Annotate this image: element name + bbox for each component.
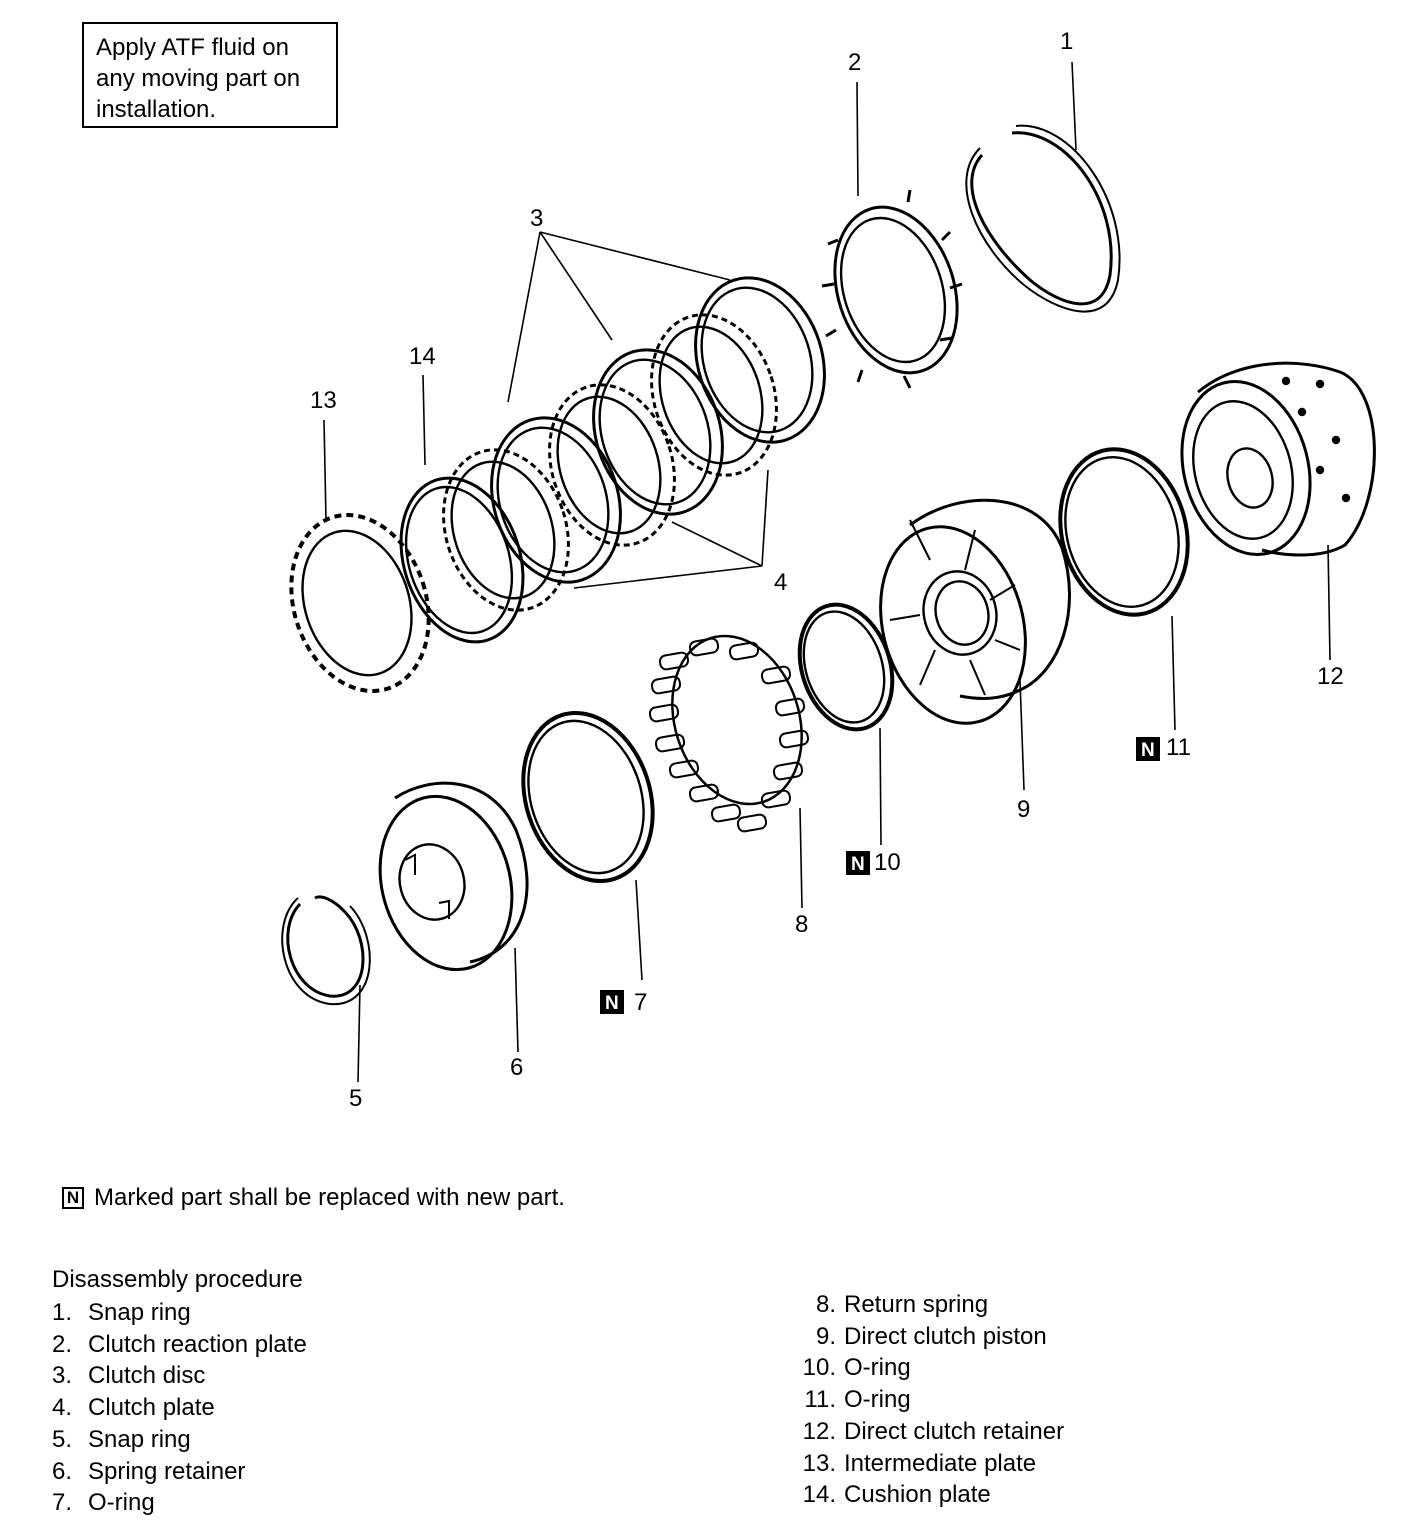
- list-item: 12.Direct clutch retainer: [802, 1417, 1065, 1445]
- exploded-view-diagram: 1 2 3 4 5 6 7 8 9 10 11 12 13 14 N N N: [281, 28, 1376, 1112]
- part-7-o-ring: [521, 710, 655, 884]
- part-12-direct-clutch-retainer: [1180, 361, 1376, 557]
- atf-note-box: Apply ATF fluid on any moving part on in…: [82, 22, 338, 128]
- list-item: 14.Cushion plate: [802, 1481, 991, 1509]
- list-item: 4.Clutch plate: [52, 1394, 215, 1422]
- callout-1: 1: [1060, 28, 1073, 55]
- callout-12: 12: [1317, 663, 1344, 690]
- part-9-direct-clutch-piston: [879, 498, 1071, 725]
- procedure-list-left: 1.Snap ring 2.Clutch reaction plate 3.Cl…: [52, 1297, 307, 1519]
- n-badges: N N N: [600, 737, 1160, 1014]
- n-badge-10: [846, 851, 870, 875]
- list-item: 13.Intermediate plate: [802, 1449, 1037, 1477]
- callout-8: 8: [795, 911, 808, 938]
- list-item: 11.O-ring: [804, 1386, 911, 1414]
- part-8-return-spring: [648, 634, 810, 833]
- legend-note-text: Marked part shall be replaced with new p…: [94, 1184, 565, 1211]
- list-item: 8.Return spring: [815, 1291, 989, 1318]
- callout-3: 3: [530, 205, 543, 232]
- part-14-cushion-plate: [399, 476, 525, 644]
- list-item: 10.O-ring: [802, 1354, 911, 1382]
- leader-lines: [323, 61, 1331, 1083]
- callout-9: 9: [1017, 796, 1030, 823]
- n-badge-7-label: N: [605, 993, 619, 1014]
- new-part-legend: N Marked part shall be replaced with new…: [62, 1184, 565, 1212]
- part-13-intermediate-plate: [289, 513, 431, 693]
- list-item: 1.Snap ring: [52, 1299, 191, 1326]
- part-1-snap-ring: [965, 124, 1121, 313]
- callout-11: 11: [1166, 734, 1191, 761]
- callout-14: 14: [409, 343, 436, 370]
- n-badge-7: [600, 990, 624, 1014]
- note-line: Apply ATF fluid on: [96, 34, 289, 61]
- part-3-4-clutch-pack: [442, 276, 826, 612]
- callout-10: 10: [874, 849, 901, 876]
- callout-6: 6: [510, 1054, 523, 1081]
- list-item: 9.Direct clutch piston: [815, 1322, 1047, 1350]
- list-item: 3.Clutch disc: [52, 1362, 206, 1390]
- procedure-title: Disassembly procedure: [52, 1266, 303, 1293]
- note-line: installation.: [96, 96, 217, 123]
- list-item: 7.O-ring: [52, 1489, 155, 1517]
- n-mark-icon: N: [62, 1187, 84, 1209]
- callout-5: 5: [349, 1085, 362, 1112]
- callout-4: 4: [774, 569, 787, 596]
- part-2-clutch-reaction-plate: [821, 189, 963, 389]
- n-badge-11-label: N: [1141, 740, 1155, 761]
- note-line: any moving part on: [96, 65, 301, 92]
- callout-7: 7: [634, 989, 647, 1016]
- callout-2: 2: [848, 49, 861, 76]
- list-item: 2.Clutch reaction plate: [52, 1330, 307, 1358]
- part-5-snap-ring: [281, 895, 371, 1006]
- list-item: 5.Snap ring: [52, 1425, 191, 1453]
- n-badge-11: [1136, 737, 1160, 761]
- list-item: 6.Spring retainer: [52, 1457, 246, 1485]
- part-6-spring-retainer: [378, 781, 529, 972]
- callout-numbers: 1 2 3 4 5 6 7 8 9 10 11 12 13 14: [310, 28, 1344, 1112]
- part-10-o-ring: [797, 602, 895, 732]
- callout-13: 13: [310, 387, 337, 414]
- procedure-list-right: 8.Return spring 9.Direct clutch piston 1…: [790, 1289, 1064, 1511]
- part-11-o-ring: [1058, 447, 1190, 617]
- n-badge-10-label: N: [851, 854, 865, 875]
